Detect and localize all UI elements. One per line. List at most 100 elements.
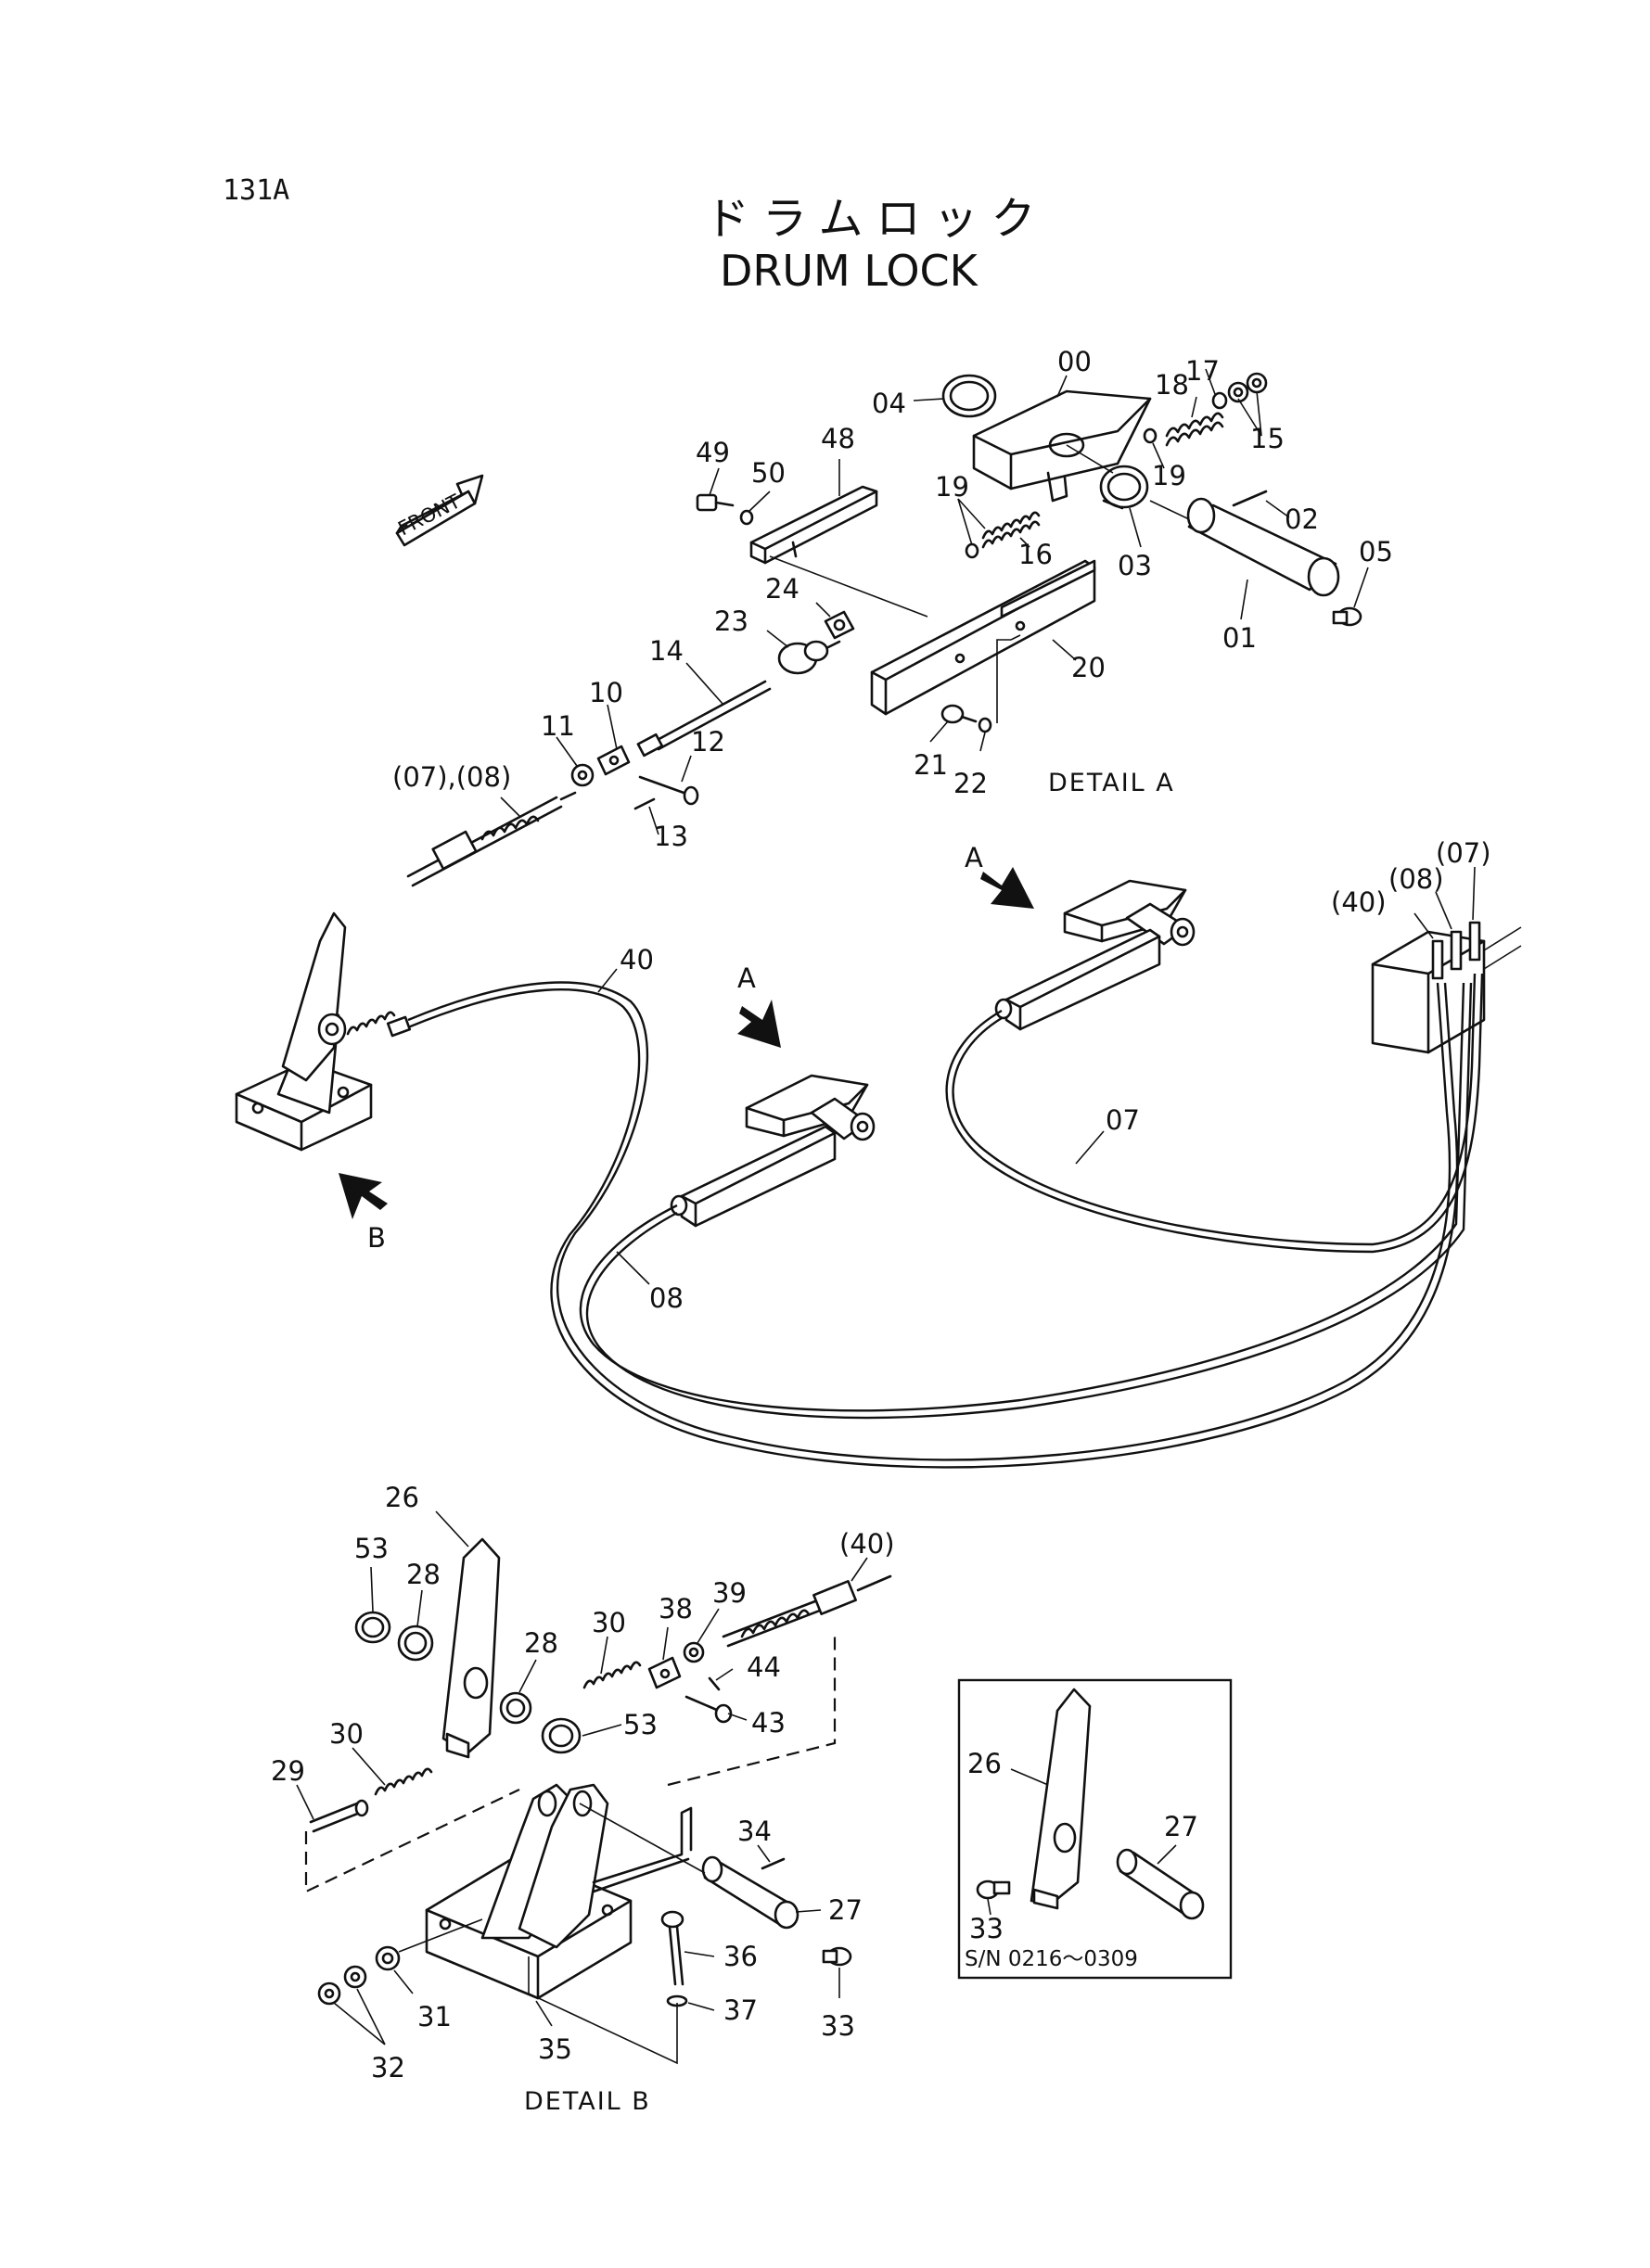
label-22: 22	[953, 768, 988, 799]
part-44-cotter	[708, 1676, 721, 1691]
label-cable-07: 07	[1106, 1104, 1140, 1136]
part-34-cotter	[761, 1857, 786, 1870]
detail-b-exploded-view	[304, 1537, 892, 2065]
label-00: 00	[1057, 346, 1092, 377]
part-00-housing	[972, 389, 1152, 503]
label-04: 04	[872, 388, 906, 419]
inset-label-27: 27	[1164, 1811, 1198, 1842]
part-39-nut	[683, 1641, 705, 1663]
middle-labels: 40 07 08 (40) (08) (07)	[597, 837, 1491, 1314]
label-13: 13	[654, 821, 688, 852]
label-b39: 39	[712, 1577, 747, 1609]
label-05: 05	[1359, 536, 1393, 567]
part-30-spring-upper	[582, 1661, 642, 1689]
inset-label-33: 33	[969, 1913, 1004, 1944]
label-49: 49	[696, 437, 730, 468]
cable-end-40	[722, 1574, 892, 1648]
inset-leader-27	[1157, 1844, 1177, 1865]
part-43-pin	[684, 1695, 733, 1724]
inset-leader-33	[987, 1898, 991, 1916]
leader-21-22	[996, 639, 1011, 723]
label-19-lower: 19	[935, 471, 969, 503]
part-33-grease-fitting	[822, 1946, 852, 1967]
front-label: FRONT	[394, 490, 464, 540]
connector-box	[1371, 921, 1522, 1054]
label-b28-right: 28	[524, 1627, 558, 1659]
part-38-clevis	[647, 1656, 682, 1689]
title-english: DRUM LOCK	[720, 246, 979, 296]
label-16: 16	[1018, 539, 1053, 570]
part-31-collar	[375, 1945, 401, 1971]
part-14-rod	[636, 680, 772, 758]
part-18-spring	[1165, 412, 1224, 447]
inset-part-26-pedal-arm	[1030, 1688, 1092, 1910]
lock-unit-right	[994, 879, 1196, 1031]
alignment-line	[769, 555, 928, 618]
label-07-08: (07),(08)	[392, 761, 511, 793]
label-24: 24	[765, 573, 799, 605]
part-53-bushing-left	[354, 1611, 391, 1644]
label-11: 11	[541, 710, 575, 742]
label-b35: 35	[538, 2033, 572, 2065]
label-b34: 34	[737, 1816, 772, 1847]
part-49-bolt	[696, 493, 735, 512]
part-48-bracket	[749, 485, 878, 565]
label-b53-right: 53	[623, 1709, 658, 1740]
part-29-bolt	[309, 1799, 369, 1833]
label-21: 21	[914, 749, 948, 781]
part-16-spring	[981, 511, 1041, 549]
view-arrow-a-middle-label: A	[737, 962, 756, 994]
part-10-clevis	[596, 745, 631, 776]
label-14: 14	[649, 635, 684, 667]
label-b43: 43	[751, 1707, 786, 1739]
title-japanese: ドラムロック	[705, 193, 1049, 245]
assembly-dash-right	[667, 1632, 837, 1787]
label-03: 03	[1118, 550, 1152, 581]
lock-unit-middle	[670, 1074, 876, 1228]
part-21-bolt	[940, 704, 978, 724]
part-32-nuts	[317, 1965, 367, 2006]
inset-serial-range: S/N 0216～0309	[965, 1947, 1138, 1971]
label-cable-08-paren: (08)	[1388, 863, 1444, 895]
page-number: 131A	[223, 174, 289, 207]
detail-a-labels: 00 04 17 18 15 19 02 03 05 01 48 49 50 1…	[392, 346, 1393, 852]
part-30-spring-lower	[374, 1767, 433, 1796]
serial-range-inset: 26 27 33 S/N 0216～0309	[957, 1678, 1233, 1980]
label-b44: 44	[747, 1651, 781, 1683]
part-05-grease-fitting	[1332, 606, 1362, 627]
collar-axis	[398, 1918, 483, 1953]
label-12: 12	[691, 726, 725, 758]
label-20: 20	[1071, 652, 1106, 683]
part-11-nut	[570, 763, 595, 787]
label-b33: 33	[821, 2010, 855, 2042]
part-15-nuts	[1227, 372, 1268, 403]
caption-detail-b: DETAIL B	[524, 2087, 651, 2116]
part-20-plate	[870, 559, 1096, 716]
label-cable-40-paren: (40)	[1331, 886, 1387, 918]
part-22-washer	[978, 717, 992, 733]
part-12-pin	[638, 775, 699, 806]
label-b29: 29	[271, 1755, 305, 1787]
label-48: 48	[821, 423, 855, 454]
part-23-knob	[777, 640, 841, 675]
label-b32: 32	[371, 2052, 405, 2083]
part-36-bolt	[660, 1910, 684, 1986]
view-arrow-b-label: B	[367, 1222, 386, 1254]
inset-part-33-grease-fitting	[976, 1879, 1011, 1900]
label-b40: (40)	[839, 1528, 895, 1560]
axis-line	[1066, 444, 1114, 474]
label-b31: 31	[417, 2001, 452, 2032]
view-arrow-a-right: A	[965, 842, 1034, 909]
part-19-washer-lower	[965, 542, 979, 559]
label-02: 02	[1285, 503, 1319, 535]
label-b53-left: 53	[354, 1533, 389, 1564]
part-04-ring	[941, 374, 997, 418]
caption-detail-a: DETAIL A	[1048, 769, 1175, 797]
label-b28-left: 28	[406, 1559, 441, 1590]
cables	[407, 973, 1484, 1469]
label-cable-08: 08	[649, 1282, 684, 1314]
part-28-washer-right	[499, 1691, 532, 1725]
label-cable-40: 40	[620, 944, 654, 975]
label-17: 17	[1185, 355, 1220, 387]
